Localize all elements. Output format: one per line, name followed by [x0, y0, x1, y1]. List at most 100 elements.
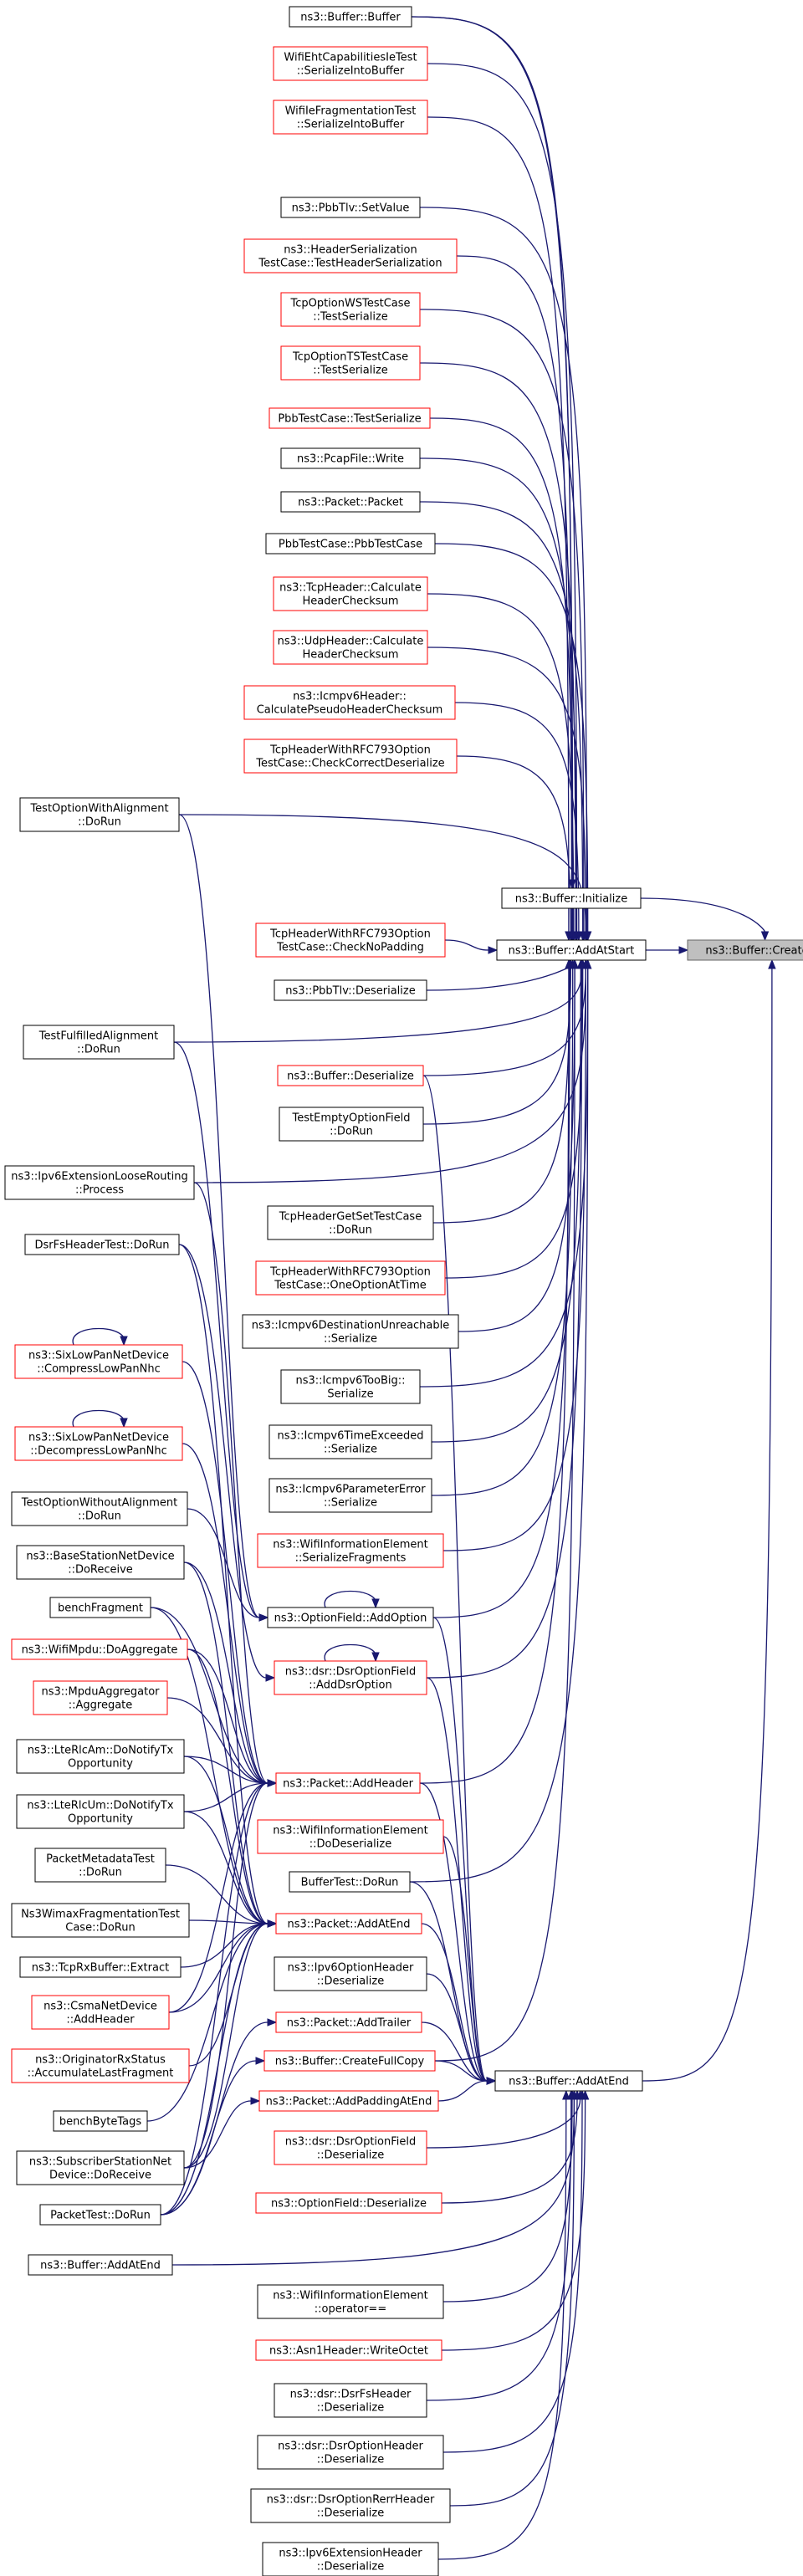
node-label: ::Serialize [324, 1444, 377, 1456]
node-dsrrerr[interactable]: ns3::dsr::DsrOptionRerrHeader::Deseriali… [250, 2488, 451, 2523]
node-label: ::SerializeIntoBuffer [297, 65, 405, 78]
node-label: ns3::OriginatorRxStatus [35, 2054, 166, 2067]
node-bufdeser[interactable]: ns3::Buffer::Deserialize [277, 1065, 424, 1086]
node-addpadding[interactable]: ns3::Packet::AddPaddingAtEnd [258, 2090, 439, 2112]
node-tcpgetset[interactable]: TcpHeaderGetSetTestCase::DoRun [267, 1205, 434, 1240]
node-icmptoobig[interactable]: ns3::Icmpv6TooBig::Serialize [280, 1369, 421, 1404]
node-label: ns3::WifiInformationElement [273, 2290, 428, 2303]
node-addatend[interactable]: ns3::Buffer::AddAtEnd [494, 2070, 643, 2092]
node-icmptime[interactable]: ns3::Icmpv6TimeExceeded::Serialize [269, 1424, 432, 1459]
node-pcapwrite[interactable]: ns3::PcapFile::Write [280, 447, 421, 469]
node-icmpchk[interactable]: ns3::Icmpv6Header::CalculatePseudoHeader… [243, 685, 456, 720]
node-packetpacket[interactable]: ns3::Packet::Packet [280, 491, 421, 513]
node-buftest[interactable]: BufferTest::DoRun [289, 1871, 411, 1893]
node-wifiinfodeser[interactable]: ns3::WifiInformationElement::DoDeseriali… [257, 1819, 444, 1854]
node-pbbsetvalue[interactable]: ns3::PbbTlv::SetValue [280, 197, 421, 218]
node-label: ::operator== [315, 2303, 386, 2316]
node-pbbdeser[interactable]: ns3::PbbTlv::Deserialize [274, 979, 427, 1001]
node-box [494, 2070, 643, 2092]
edge-addatstart-to-create [646, 946, 689, 954]
node-dsroptdeser[interactable]: ns3::dsr::DsrOptionField::Deserialize [274, 2130, 427, 2165]
node-pktaddatend[interactable]: ns3::Packet::AddAtEnd [275, 1913, 422, 1935]
node-box [24, 1234, 180, 1255]
node-tcprfcnopad[interactable]: TcpHeaderWithRFC793OptionTestCase::Check… [255, 923, 446, 958]
node-benchfrag[interactable]: benchFragment [49, 1597, 151, 1618]
node-icmpparam[interactable]: ns3::Icmpv6ParameterError::Serialize [269, 1478, 432, 1513]
node-label: ns3::Ipv6ExtensionLooseRouting [11, 1171, 187, 1183]
node-wiefrag[interactable]: WifiIeFragmentationTest::SerializeIntoBu… [273, 100, 428, 135]
node-label: ::Deserialize [317, 2402, 385, 2415]
edge-optalign-to-addatstart [178, 814, 591, 942]
node-addheader[interactable]: ns3::Packet::AddHeader [275, 1772, 421, 1794]
node-label: ns3::OptionField::AddOption [274, 1613, 427, 1625]
node-originator[interactable]: ns3::OriginatorRxStatus::AccumulateLastF… [11, 2048, 190, 2083]
node-benchbyte[interactable]: benchByteTags [53, 2110, 148, 2132]
node-csma[interactable]: ns3::CsmaNetDevice::AddHeader [31, 1995, 170, 2030]
node-bsnetdev[interactable]: ns3::BaseStationNetDevice::DoReceive [16, 1545, 185, 1580]
node-wifiinfoeq[interactable]: ns3::WifiInformationElement::operator== [257, 2284, 444, 2319]
node-mpduaggregator[interactable]: ns3::MpduAggregator::Aggregate [33, 1680, 168, 1715]
node-asn1[interactable]: ns3::Asn1Header::WriteOctet [255, 2339, 442, 2361]
node-fulfilled[interactable]: TestFulfilledAlignment::DoRun [23, 1025, 175, 1060]
node-tcpws[interactable]: TcpOptionWSTestCase::TestSerialize [280, 292, 421, 327]
node-fullcopy[interactable]: ns3::Buffer::CreateFullCopy [263, 2050, 436, 2072]
node-optalign[interactable]: TestOptionWithAlignment::DoRun [19, 797, 180, 832]
node-pbbtestcase[interactable]: PbbTestCase::PbbTestCase [265, 533, 436, 555]
node-label: ns3::Icmpv6Header:: [293, 691, 407, 703]
node-subscriber[interactable]: ns3::SubscriberStationNetDevice::DoRecei… [16, 2150, 185, 2185]
node-box [11, 2048, 190, 2083]
node-pbbtestser[interactable]: PbbTestCase::TestSerialize [269, 407, 431, 429]
node-label: ns3::MpduAggregator [41, 1686, 160, 1699]
node-dsrfsdeser[interactable]: ns3::dsr::DsrFsHeader::Deserialize [274, 2383, 427, 2418]
node-pktmeta[interactable]: PacketMetadataTest::DoRun [34, 1848, 166, 1883]
node-optaddoption[interactable]: ns3::OptionField::AddOption [267, 1607, 434, 1628]
node-addtrailer[interactable]: ns3::Packet::AddTrailer [275, 2011, 422, 2033]
node-ipv6loose[interactable]: ns3::Ipv6ExtensionLooseRouting::Process [4, 1165, 195, 1200]
node-addatstart[interactable]: ns3::Buffer::AddAtStart [496, 939, 647, 961]
node-wifiinfofrag[interactable]: ns3::WifiInformationElement::SerializeFr… [257, 1533, 444, 1568]
node-tcpts[interactable]: TcpOptionTSTestCase::TestSerialize [280, 345, 421, 381]
node-sixcomp[interactable]: ns3::SixLowPanNetDevice::CompressLowPanN… [14, 1344, 183, 1379]
node-optnoalign[interactable]: TestOptionWithoutAlignment::DoRun [11, 1491, 188, 1526]
node-label: ::SerializeIntoBuffer [297, 119, 405, 131]
node-hdrser[interactable]: ns3::HeaderSerializationTestCase::TestHe… [243, 238, 458, 273]
node-ipv6optdeser[interactable]: ns3::Ipv6OptionHeader::Deserialize [274, 1956, 427, 1991]
node-tcprfcdeser[interactable]: TcpHeaderWithRFC793OptionTestCase::Check… [243, 739, 458, 774]
node-initialize[interactable]: ns3::Buffer::Initialize [501, 887, 642, 909]
node-label: ::DoRun [78, 1510, 121, 1523]
node-sixdecomp[interactable]: ns3::SixLowPanNetDevice::DecompressLowPa… [14, 1426, 183, 1461]
node-label: Opportunity [68, 1813, 133, 1826]
node-box [28, 2254, 173, 2276]
node-create[interactable]: ns3::Buffer::Create [687, 939, 803, 961]
edge-dsrfshdr-to-dsradd [178, 1244, 276, 1682]
node-optdeser[interactable]: ns3::OptionField::Deserialize [255, 2192, 442, 2214]
node-box [274, 2383, 427, 2418]
node-label: ns3::LteRlcUm::DoNotifyTx [27, 1800, 173, 1812]
node-box [273, 576, 428, 611]
node-tcprfcone[interactable]: TcpHeaderWithRFC793OptionTestCase::OneOp… [255, 1260, 446, 1296]
node-icmpdest[interactable]: ns3::Icmpv6DestinationUnreachable::Seria… [242, 1314, 459, 1349]
node-dsrfshdr[interactable]: DsrFsHeaderTest::DoRun [24, 1234, 180, 1255]
edge-packetpacket-to-addatstart [419, 501, 587, 942]
node-bufbuf[interactable]: ns3::Buffer::Buffer [289, 6, 412, 28]
node-dsroptheaderdeser[interactable]: ns3::dsr::DsrOptionHeader::Deserialize [257, 2435, 444, 2470]
edge-tcprfcdeser-to-addatstart [456, 755, 575, 942]
node-label: ns3::Buffer::Initialize [515, 893, 627, 906]
node-bufaddatend[interactable]: ns3::Buffer::AddAtEnd [28, 2254, 173, 2276]
edge-tcprfcnopad-to-addatstart [444, 939, 499, 954]
node-ipv6extdeser[interactable]: ns3::Ipv6ExtensionHeader::Deserialize [262, 2542, 439, 2576]
node-tcprx[interactable]: ns3::TcpRxBuffer::Extract [19, 1956, 182, 1978]
node-mpduaggr[interactable]: ns3::WifiMpdu::DoAggregate [11, 1638, 188, 1660]
node-label: Ns3WimaxFragmentationTest [21, 1909, 180, 1921]
node-wehtser[interactable]: WifiEhtCapabilitiesIeTest::SerializeInto… [273, 46, 428, 81]
node-box [263, 2050, 436, 2072]
node-emptyopt[interactable]: TestEmptyOptionField::DoRun [279, 1107, 424, 1142]
node-pkttest[interactable]: PacketTest::DoRun [39, 2204, 161, 2226]
node-dsradd[interactable]: ns3::dsr::DsrOptionField::AddDsrOption [274, 1660, 427, 1695]
node-box [34, 1848, 166, 1883]
